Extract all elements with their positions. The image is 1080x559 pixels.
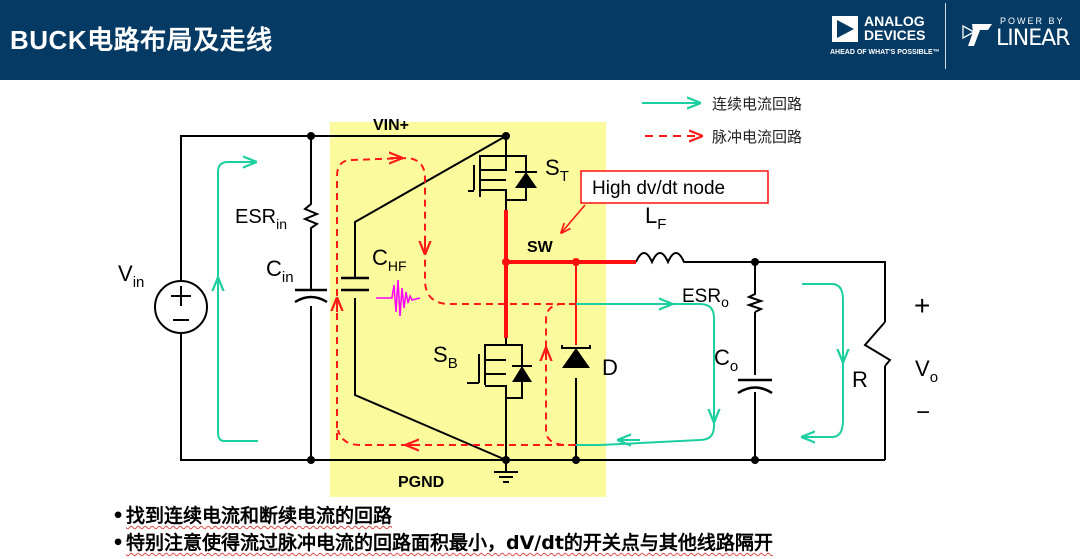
linear-name: LINEAR [996, 26, 1070, 51]
label-c-in: Cin [266, 256, 294, 286]
callout-text: High dv/dt node [592, 178, 725, 199]
vin-source [154, 280, 208, 334]
label-sw: SW [527, 239, 554, 256]
esr-o-resistor [745, 292, 765, 313]
label-pgnd: PGND [398, 474, 444, 491]
bullet-item: •找到连续电流和断续电流的回路 [112, 505, 393, 527]
hot-loop-highlight [330, 122, 606, 497]
pulse-arrow-heads [337, 158, 546, 445]
legend: 连续电流回路 脉冲电流回路 [642, 96, 802, 146]
esr-in-resistor [302, 200, 320, 232]
legend-continuous-label: 连续电流回路 [712, 96, 802, 113]
legend-pulse-label: 脉冲电流回路 [712, 129, 802, 146]
linear-mark-icon [962, 24, 992, 46]
adi-logo-line1: ANALOG [864, 13, 925, 29]
label-vin-plus: VIN+ [373, 117, 409, 134]
page-title: BUCK电路布局及走线 [10, 25, 273, 55]
bullet-list: •找到连续电流和断续电流的回路 •特别注意使得流过脉冲电流的回路面积最小，dV/… [112, 503, 773, 557]
ringing-waveform-icon [376, 279, 421, 317]
label-lf: LF [645, 203, 666, 233]
label-c-o: Co [714, 345, 738, 375]
label-vo: Vo [915, 356, 938, 386]
load-resistor [863, 321, 892, 367]
c-hf-capacitor [341, 276, 369, 292]
c-o-capacitor [737, 378, 773, 395]
bullet-text: 找到连续电流和断续电流的回路 [126, 505, 393, 527]
st-mosfet [468, 150, 537, 210]
pulse-current-loops [336, 156, 576, 446]
header-bar: BUCK电路布局及走线 ANALOG DEVICES AHEAD OF WHAT… [0, 0, 1080, 80]
adi-triangle-icon [832, 16, 858, 42]
linear-prefix: POWER BY [1000, 16, 1065, 26]
st-body-diode-icon [515, 172, 537, 188]
freewheel-diode [561, 345, 591, 368]
logo-divider [945, 3, 946, 69]
adi-logo-name: ANALOG DEVICES [864, 14, 925, 42]
label-st: ST [545, 155, 569, 185]
ground-icon [494, 460, 518, 483]
label-esr-in: ESRin [235, 206, 287, 232]
linear-logo: POWER BY LINEAR [960, 14, 1075, 54]
sw-junction-2 [572, 258, 580, 266]
analog-devices-logo: ANALOG DEVICES AHEAD OF WHAT'S POSSIBLE™ [830, 14, 940, 64]
label-r: R [852, 367, 868, 392]
label-vin: Vin [118, 261, 144, 291]
sw-junction-1 [502, 258, 510, 266]
lf-inductor [635, 252, 690, 265]
buck-circuit-diagram: 连续电流回路 脉冲电流回路 [118, 96, 938, 497]
component-labels: VIN+ PGND SW Vin ESRin Cin CHF ST SB D L… [118, 117, 938, 491]
bullet-text: 特别注意使得流过脉冲电流的回路面积最小，dV/dt的开关点与其他线路隔开 [126, 532, 773, 554]
label-c-hf: CHF [372, 245, 407, 274]
label-vo-plus: + [914, 290, 930, 321]
junction-dots [307, 132, 759, 464]
c-in-capacitor [294, 288, 328, 304]
label-esr-o: ESRo [682, 286, 729, 310]
label-sb: SB [433, 342, 458, 372]
label-d: D [602, 355, 618, 380]
adi-logo-line2: DEVICES [864, 27, 926, 43]
adi-tagline: AHEAD OF WHAT'S POSSIBLE™ [830, 49, 940, 56]
sb-body-diode-icon [512, 366, 532, 382]
sb-mosfet [467, 338, 532, 399]
continuous-current-loops [218, 162, 843, 445]
label-vo-minus: − [916, 399, 930, 426]
high-dvdt-callout: High dv/dt node [562, 170, 769, 232]
bullet-item: •特别注意使得流过脉冲电流的回路面积最小，dV/dt的开关点与其他线路隔开 [112, 532, 773, 554]
